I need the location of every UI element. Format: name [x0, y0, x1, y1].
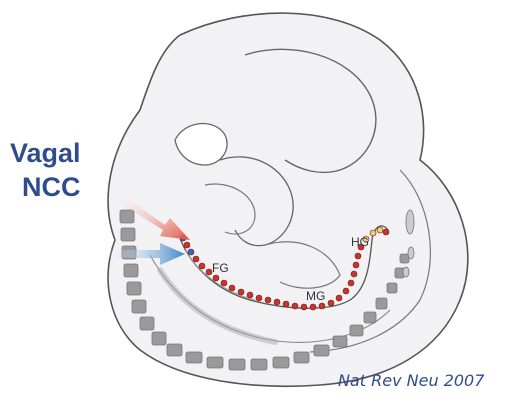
foregut-label: FG [212, 261, 229, 275]
embryo-body-outline [108, 13, 468, 386]
source-credit: Nat Rev Neu 2007 [338, 371, 484, 390]
hindgut-label: HG [351, 235, 369, 249]
title-vagal: Vagal [10, 138, 81, 169]
title-ncc: NCC [22, 172, 81, 203]
midgut-label: MG [306, 289, 325, 303]
